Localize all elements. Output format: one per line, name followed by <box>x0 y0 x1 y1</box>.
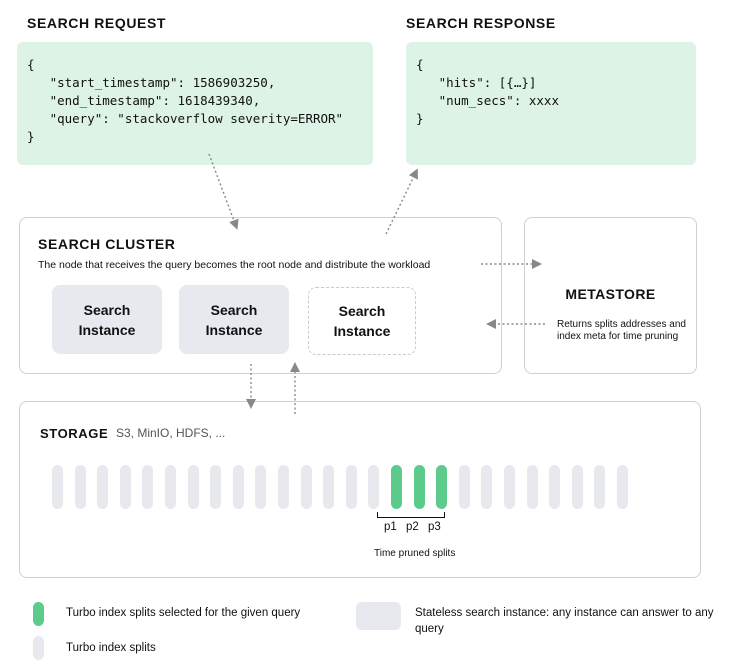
search-instance: Search Instance <box>52 285 162 354</box>
partition-label: p2 <box>406 521 419 533</box>
split <box>481 465 493 509</box>
split <box>97 465 109 509</box>
split <box>549 465 561 509</box>
split <box>300 465 312 509</box>
split <box>210 465 222 509</box>
search-request-title: SEARCH REQUEST <box>27 15 167 31</box>
code-line: } <box>27 129 35 144</box>
metastore-description: Returns splits addresses and index meta … <box>557 319 686 342</box>
legend-split-swatch <box>33 636 44 660</box>
code-line: "end_timestamp": 1618439340, <box>27 93 261 108</box>
search-cluster-description: The node that receives the query becomes… <box>38 259 431 271</box>
metastore: METASTORE Returns splits addresses and i… <box>524 217 697 374</box>
split <box>142 465 154 509</box>
code-line: "num_secs": xxxx <box>416 93 559 108</box>
split <box>119 465 131 509</box>
split <box>52 465 63 509</box>
search-instance: Search Instance <box>179 285 289 354</box>
split <box>571 465 583 509</box>
code-line: { <box>27 57 35 72</box>
split <box>458 465 470 509</box>
split <box>345 465 357 509</box>
legend-instance-swatch <box>356 602 401 630</box>
split <box>504 465 515 509</box>
search-request-code: { "start_timestamp": 1586903250, "end_ti… <box>17 42 373 165</box>
search-response-code: { "hits": [{…}] "num_secs": xxxx } <box>406 42 696 165</box>
legend-split-text: Turbo index splits <box>66 642 156 654</box>
split <box>278 465 289 509</box>
storage-subtitle: S3, MinIO, HDFS, ... <box>116 426 226 440</box>
code-line: { <box>416 57 424 72</box>
split <box>323 465 335 509</box>
search-response-title: SEARCH RESPONSE <box>406 15 556 31</box>
selected-split <box>413 465 425 509</box>
selected-split <box>391 465 402 509</box>
partition-label: p1 <box>384 521 397 533</box>
partition-label: p3 <box>428 521 441 533</box>
split <box>594 465 606 509</box>
split <box>368 465 380 509</box>
split <box>526 465 538 509</box>
split <box>187 465 199 509</box>
code-line: "start_timestamp": 1586903250, <box>27 75 276 90</box>
search-cluster: SEARCH CLUSTER The node that receives th… <box>19 217 502 374</box>
metastore-title: METASTORE <box>565 286 656 302</box>
code-line: } <box>416 111 424 126</box>
split <box>165 465 176 509</box>
legend-selected-split-swatch <box>33 602 44 626</box>
storage-title: STORAGE <box>40 426 109 441</box>
split <box>255 465 267 509</box>
time-pruned-label: Time pruned splits <box>374 548 456 559</box>
storage: STORAGE S3, MinIO, HDFS, ... p1 p2 p3 Ti… <box>19 401 701 578</box>
code-line: "query": "stackoverflow severity=ERROR" <box>27 111 344 126</box>
code-line: "hits": [{…}] <box>416 75 537 90</box>
split <box>74 465 86 509</box>
search-cluster-title: SEARCH CLUSTER <box>38 236 176 252</box>
split <box>232 465 244 509</box>
legend-selected-split-text: Turbo index splits selected for the give… <box>66 607 301 619</box>
legend-instance-text: Stateless search instance: any instance … <box>415 607 714 635</box>
selected-split <box>436 465 448 509</box>
time-pruned-bracket <box>377 512 445 518</box>
search-instance-dashed: Search Instance <box>308 287 416 355</box>
split <box>617 465 628 509</box>
